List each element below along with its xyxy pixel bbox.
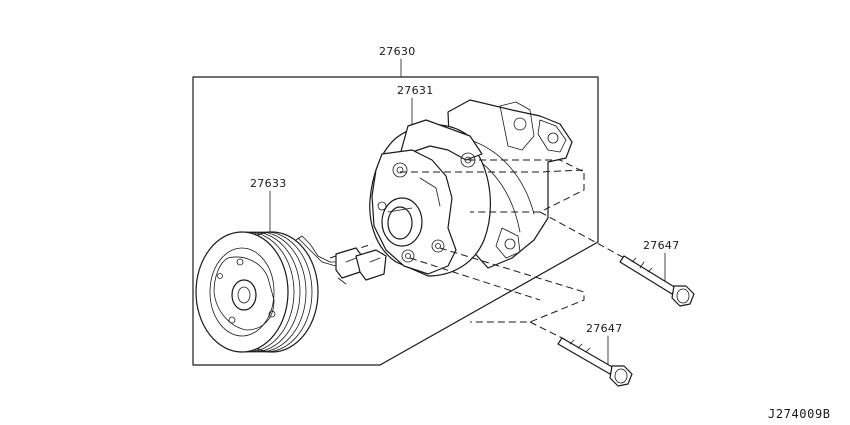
label-27647-lower: 27647 <box>586 322 623 335</box>
assembly-frame <box>192 76 599 366</box>
clutch-connector <box>295 235 387 285</box>
mounting-bolt-lower <box>557 337 633 387</box>
label-27633: 27633 <box>250 177 287 190</box>
assembly-frame-diagonal <box>379 241 599 366</box>
label-27630: 27630 <box>379 45 416 58</box>
clutch-pulley <box>195 231 319 353</box>
compressor <box>369 99 573 277</box>
label-27631: 27631 <box>397 84 434 97</box>
mounting-bolt-upper <box>619 255 695 307</box>
label-27647-upper: 27647 <box>643 239 680 252</box>
reference-code: J274009B <box>768 407 831 421</box>
